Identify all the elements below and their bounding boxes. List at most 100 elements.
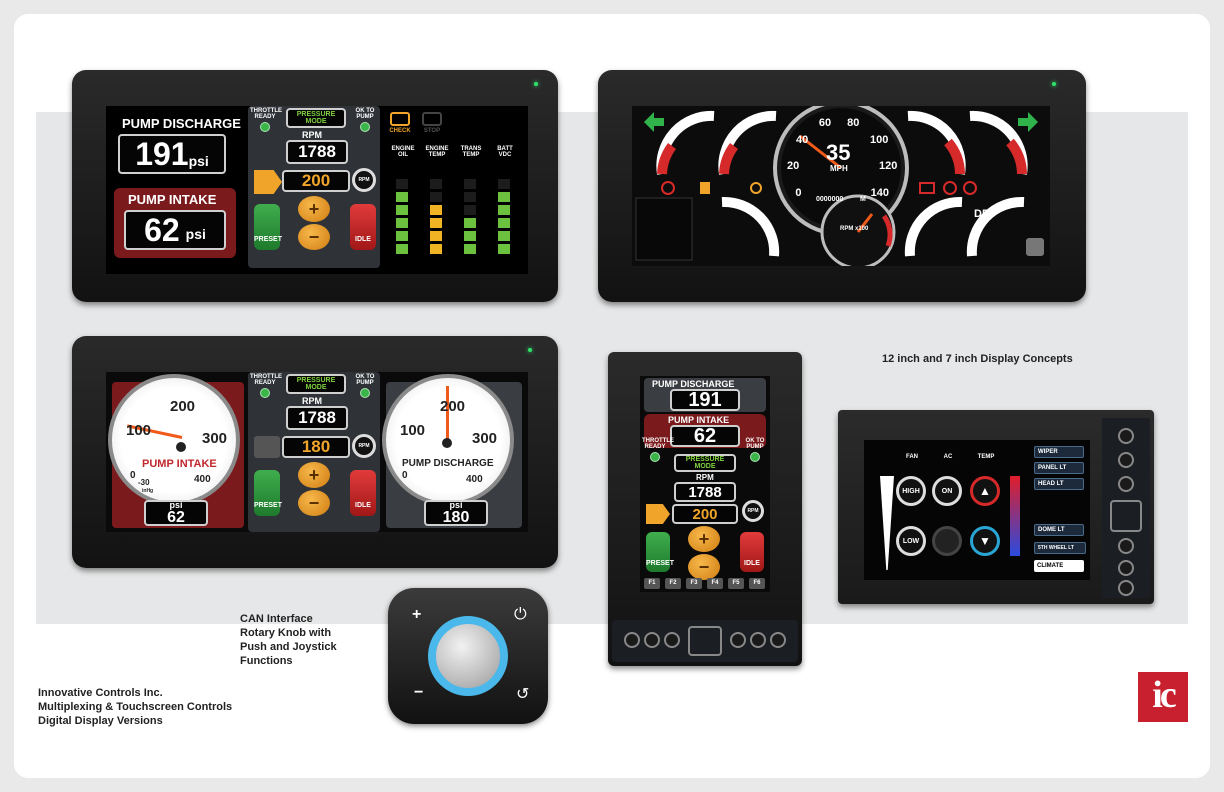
knob-caption-line-1: CAN Interface: [240, 613, 313, 625]
function-key-4[interactable]: F4: [707, 578, 723, 589]
rpm-mode-button[interactable]: RPM: [352, 168, 376, 192]
pressure-mode-box[interactable]: PRESSURE MODE: [286, 374, 346, 394]
preset-button[interactable]: PRESET: [254, 204, 283, 250]
keypad-button-1[interactable]: [624, 632, 640, 648]
pump-discharge-unit: psi: [188, 153, 209, 169]
temp-up-button[interactable]: ▲: [970, 476, 1000, 506]
panel-light-chip[interactable]: PANEL LT: [1034, 462, 1084, 474]
keypad-button-4[interactable]: [730, 632, 746, 648]
side-joystick[interactable]: [1110, 500, 1142, 532]
keypad-button-2[interactable]: [644, 632, 660, 648]
pressure-mode-box[interactable]: PRESSURE MODE: [674, 454, 736, 472]
right-gauge-red-2: [1006, 138, 1027, 175]
function-key-6[interactable]: F6: [749, 578, 765, 589]
function-key-1[interactable]: F1: [644, 578, 660, 589]
ac-on-button[interactable]: ON: [932, 476, 962, 506]
discharge-psi-value: 180: [442, 508, 470, 526]
wiper-chip[interactable]: WIPER: [1034, 446, 1084, 458]
dome-light-chip[interactable]: DOME LT: [1034, 524, 1084, 536]
side-button-6[interactable]: [1118, 580, 1134, 596]
park-brake-icon: [661, 181, 675, 195]
rpm-mode-button[interactable]: RPM: [742, 500, 764, 522]
keypad-button-6[interactable]: [770, 632, 786, 648]
speedometer-needle: [799, 134, 842, 170]
company-tagline: Multiplexing & Touchscreen Controls: [38, 701, 233, 713]
knob-back-icon[interactable]: ↺: [516, 686, 530, 703]
side-button-2[interactable]: [1118, 452, 1134, 468]
knob-minus-icon[interactable]: −: [414, 684, 424, 701]
decrease-button[interactable]: −: [298, 224, 330, 250]
tall-screen: PUMP DISCHARGE 191 PUMP INTAKE 62 THROTT…: [640, 376, 770, 592]
rotary-knob[interactable]: + − ⏻ ↺: [388, 588, 548, 724]
battery-warning-icon: [919, 182, 935, 194]
decrease-button[interactable]: −: [298, 490, 330, 516]
idle-button[interactable]: IDLE: [740, 532, 764, 572]
ok-to-pump-indicator: [360, 122, 370, 132]
ok-to-pump-label: OK TO PUMP: [355, 374, 375, 386]
preset-button[interactable]: PRESET: [646, 532, 674, 572]
increase-button[interactable]: +: [298, 462, 330, 488]
throttle-ready-indicator: [260, 388, 270, 398]
increase-button[interactable]: +: [688, 526, 720, 552]
fan-low-button[interactable]: LOW: [896, 526, 926, 556]
fifth-wheel-light-chip[interactable]: 5TH WHEEL LT: [1034, 542, 1086, 554]
keypad-button-3[interactable]: [664, 632, 680, 648]
intake-needle-hub: [176, 442, 186, 452]
discharge-tick-100: 100: [400, 422, 426, 439]
pump-analog-display-12in: 100 200 300 400 0 -30 inHg PUMP INTAKE p…: [72, 336, 558, 568]
climate-chip[interactable]: CLIMATE: [1034, 560, 1084, 572]
bar-segment: [464, 205, 476, 215]
preset-label: PRESET: [254, 236, 283, 243]
joystick-pad[interactable]: [688, 626, 722, 656]
left-gauge-red-2: [719, 142, 739, 175]
temp-down-button[interactable]: ▼: [970, 526, 1000, 556]
company-caption: Innovative Controls Inc. Multiplexing & …: [38, 686, 232, 728]
bar-segment: [498, 218, 510, 228]
bar-segment: [430, 218, 442, 228]
side-button-3[interactable]: [1118, 476, 1134, 492]
intake-psi-readout: psi 62: [144, 500, 208, 526]
function-key-3[interactable]: F3: [686, 578, 702, 589]
stop-engine-icon: [422, 112, 442, 126]
temp-gradient-bar: [1010, 476, 1020, 556]
idle-button[interactable]: IDLE: [350, 204, 376, 250]
knob-plus-icon[interactable]: +: [412, 606, 422, 623]
head-light-chip[interactable]: HEAD LT: [1034, 478, 1084, 490]
intake-tick-100: 100: [126, 422, 152, 439]
throttle-ready-label: THROTTLE READY: [642, 438, 674, 450]
bar-segment: [498, 192, 510, 202]
increase-button[interactable]: +: [298, 196, 330, 222]
preset-button[interactable]: PRESET: [254, 470, 282, 516]
idle-button[interactable]: IDLE: [350, 470, 376, 516]
rpm-mode-button[interactable]: RPM: [352, 434, 376, 458]
rpm-label: RPM: [302, 396, 322, 406]
bar-segment: [498, 231, 510, 241]
pump-intake-label: PUMP INTAKE: [128, 192, 217, 207]
left-turn-arrow: [644, 112, 664, 132]
check-label: CHECK: [389, 128, 411, 134]
company-name: Innovative Controls Inc.: [38, 687, 163, 699]
pump-display-12in: PUMP DISCHARGE 191 psi PUMP INTAKE 62 ps…: [72, 70, 558, 302]
throttle-ready-indicator: [260, 122, 270, 132]
setpoint-readout: 200: [672, 504, 738, 524]
pressure-mode-icon[interactable]: [646, 504, 670, 524]
side-button-1[interactable]: [1118, 428, 1134, 444]
speed-tick-label: 60: [818, 117, 832, 130]
ac-off-button[interactable]: [932, 526, 962, 556]
decrease-button[interactable]: −: [688, 554, 720, 580]
pressure-mode-icon[interactable]: [254, 436, 280, 458]
side-button-5[interactable]: [1118, 560, 1134, 576]
power-led: [1052, 82, 1056, 86]
intake-tick-400: 400: [194, 474, 211, 485]
knob-power-icon[interactable]: ⏻: [514, 606, 527, 623]
bar-label-2: TRANS TEMP: [460, 146, 482, 158]
function-key-2[interactable]: F2: [665, 578, 681, 589]
side-button-4[interactable]: [1118, 538, 1134, 554]
bar-segment: [464, 244, 476, 254]
function-key-5[interactable]: F5: [728, 578, 744, 589]
pressure-mode-box[interactable]: PRESSURE MODE: [286, 108, 346, 128]
bar-segment: [396, 244, 408, 254]
keypad-button-5[interactable]: [750, 632, 766, 648]
climate-screen: FAN AC TEMP HIGH ON ▲ LOW ▼ WIPER PANEL …: [864, 440, 1090, 580]
fan-high-button[interactable]: HIGH: [896, 476, 926, 506]
